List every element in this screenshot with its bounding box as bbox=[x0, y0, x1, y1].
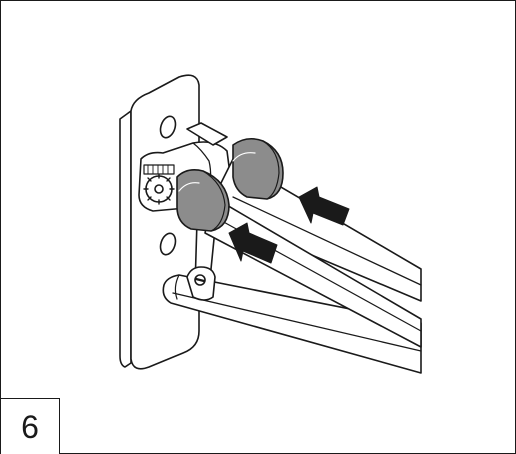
lower-rail bbox=[162, 274, 422, 374]
end-cap-rear bbox=[232, 137, 284, 200]
end-cap-front bbox=[176, 169, 230, 232]
plate-hole-top bbox=[159, 115, 177, 139]
wall-plate-side bbox=[119, 110, 132, 368]
plate-hole-bottom bbox=[159, 232, 177, 256]
step-number: 6 bbox=[21, 408, 39, 445]
push-arrow-icon bbox=[298, 186, 350, 226]
step-number-box: 6 bbox=[1, 398, 60, 454]
push-arrow-icon bbox=[228, 222, 278, 264]
gear-icon bbox=[143, 164, 175, 205]
